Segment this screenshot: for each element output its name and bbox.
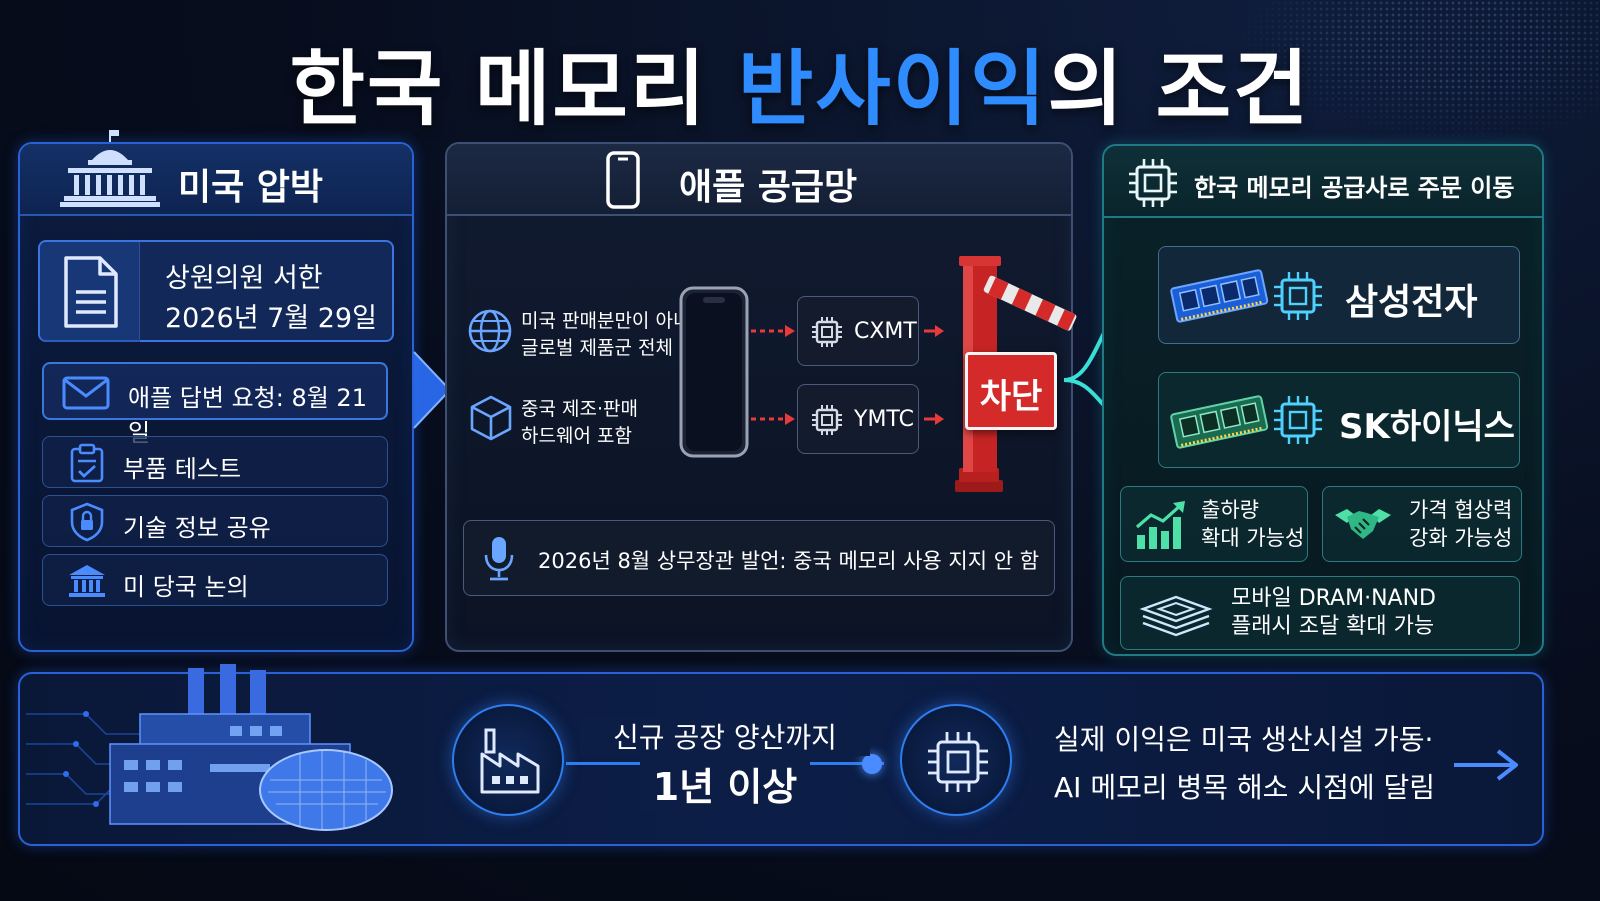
envelope-icon (62, 376, 110, 410)
condition-text-1: 실제 이익은 미국 생산시설 가동· (1054, 723, 1434, 756)
timeline-text-2: 1년 이상 (640, 756, 810, 811)
smartphone-icon (605, 150, 641, 210)
scope-china-line-1: 중국 제조·판매 (521, 398, 638, 420)
title-part-2: 의 조건 (1047, 42, 1311, 137)
capitol-icon (58, 126, 162, 208)
arrow-right-icon (923, 325, 945, 337)
chip-icon (810, 315, 844, 349)
supplier-box-ymtc: YMTC (797, 384, 919, 454)
chip-icon-circle (900, 704, 1012, 816)
timeline-text-1: 신규 공장 양산까지 (580, 716, 870, 756)
letter-line-1: 상원의원 서한 (165, 263, 323, 294)
list-item: 부품 테스트 (42, 436, 388, 488)
list-item: 기술 정보 공유 (42, 495, 388, 547)
benefit-line-2: 확대 가능성 (1201, 526, 1305, 550)
mobile-line-1: 모바일 DRAM·NAND (1231, 586, 1436, 611)
us-pressure-panel: 미국 압박 상원의원 서한 2026년 7월 29일 애플 (18, 130, 414, 652)
commerce-statement-text: 2026년 8월 상무장관 발언: 중국 메모리 사용 지지 안 함 (538, 549, 1040, 573)
timeline-dot (862, 754, 882, 774)
list-item-label: 미 당국 논의 (123, 573, 249, 601)
globe-icon (467, 308, 513, 354)
company-name: 삼성전자 (1345, 282, 1478, 323)
title-accent: 반사이익 (737, 42, 1048, 137)
company-box-sk-hynix: SK하이닉스 (1158, 372, 1520, 468)
benefit-line-1: 가격 협상력 (1409, 498, 1513, 522)
mobile-memory-box: 모바일 DRAM·NAND 플래시 조달 확대 가능 (1120, 576, 1520, 650)
shield-lock-icon (69, 502, 105, 542)
factory-icon-circle (452, 704, 564, 816)
chip-icon (924, 728, 992, 796)
barrier-label-box: 차단 (965, 352, 1057, 430)
scope-global-line-1: 미국 판매분만이 아니라 (521, 310, 708, 332)
chip-icon (1271, 393, 1325, 447)
dashed-arrow-icon (749, 412, 797, 426)
reply-request-box: 애플 답변 요청: 8월 21일 (42, 362, 388, 447)
benefit-box-shipment: 출하량 확대 가능성 (1120, 486, 1308, 562)
chip-icon (810, 403, 844, 437)
korea-supplier-title: 한국 메모리 공급사로 주문 이동 (1194, 174, 1515, 202)
arrow-right-icon (923, 413, 945, 425)
us-pressure-title: 미국 압박 (178, 167, 324, 208)
supplier-name: YMTC (854, 407, 914, 432)
mobile-line-2: 플래시 조달 확대 가능 (1231, 614, 1435, 639)
growth-chart-icon (1133, 499, 1189, 551)
cube-icon (469, 394, 513, 442)
scope-global-line-2: 글로벌 제품군 전체 대상 (521, 337, 714, 359)
condition-text-2: AI 메모리 병목 해소 시점에 달림 (1054, 771, 1436, 804)
document-icon (62, 254, 120, 330)
government-building-icon (67, 563, 107, 599)
arrow-right-icon (1452, 748, 1520, 782)
us-pressure-header: 미국 압박 (20, 130, 412, 216)
factory-icon (478, 726, 542, 796)
scope-china-line-2: 하드웨어 포함 (521, 425, 632, 447)
benefit-box-pricing: 가격 협상력 강화 가능성 (1322, 486, 1522, 562)
chip-icon (1271, 269, 1325, 323)
korea-supplier-header: 한국 메모리 공급사로 주문 이동 (1104, 146, 1542, 218)
korea-supplier-panel: 한국 메모리 공급사로 주문 이동 (1102, 144, 1544, 656)
dashed-arrow-icon (749, 324, 797, 338)
apple-supply-header: 애플 공급망 (447, 144, 1071, 216)
document-icon-frame (40, 242, 140, 342)
clipboard-check-icon (69, 443, 105, 483)
apple-supply-panel: 애플 공급망 미국 판매분만이 아니라 글로벌 제품군 전체 대상 중국 제조·… (445, 142, 1077, 652)
senator-letter-box: 상원의원 서한 2026년 7월 29일 (38, 240, 394, 342)
chip-icon (1126, 156, 1180, 210)
page-title: 한국 메모리 반사이익의 조건 (0, 22, 1600, 141)
layers-chip-icon (1139, 589, 1213, 641)
list-item-label: 기술 정보 공유 (123, 514, 271, 542)
timeline-panel: 신규 공장 양산까지 1년 이상 실제 이익은 미국 생산시설 가동· AI 메… (18, 664, 1544, 846)
world-map-decoration (1240, 0, 1600, 140)
memory-module-icon (1169, 261, 1269, 329)
iphone-illustration (679, 286, 749, 458)
benefit-line-2: 강화 가능성 (1409, 526, 1513, 550)
memory-module-icon (1169, 387, 1269, 455)
list-item: 미 당국 논의 (42, 554, 388, 606)
company-box-samsung: 삼성전자 (1158, 246, 1520, 344)
letter-line-2: 2026년 7월 29일 (165, 303, 377, 334)
list-item-label: 부품 테스트 (123, 455, 242, 483)
benefit-line-1: 출하량 (1201, 498, 1259, 522)
company-name: SK하이닉스 (1339, 407, 1515, 447)
barrier-label: 차단 (979, 377, 1043, 417)
factory-illustration (100, 664, 420, 844)
apple-supply-title: 애플 공급망 (679, 167, 858, 208)
microphone-icon (482, 535, 516, 583)
supplier-name: CXMT (854, 319, 917, 344)
title-part-1: 한국 메모리 (289, 42, 738, 137)
handshake-icon (1333, 501, 1393, 547)
commerce-statement-box: 2026년 8월 상무장관 발언: 중국 메모리 사용 지지 안 함 (463, 520, 1055, 596)
supplier-box-cxmt: CXMT (797, 296, 919, 366)
